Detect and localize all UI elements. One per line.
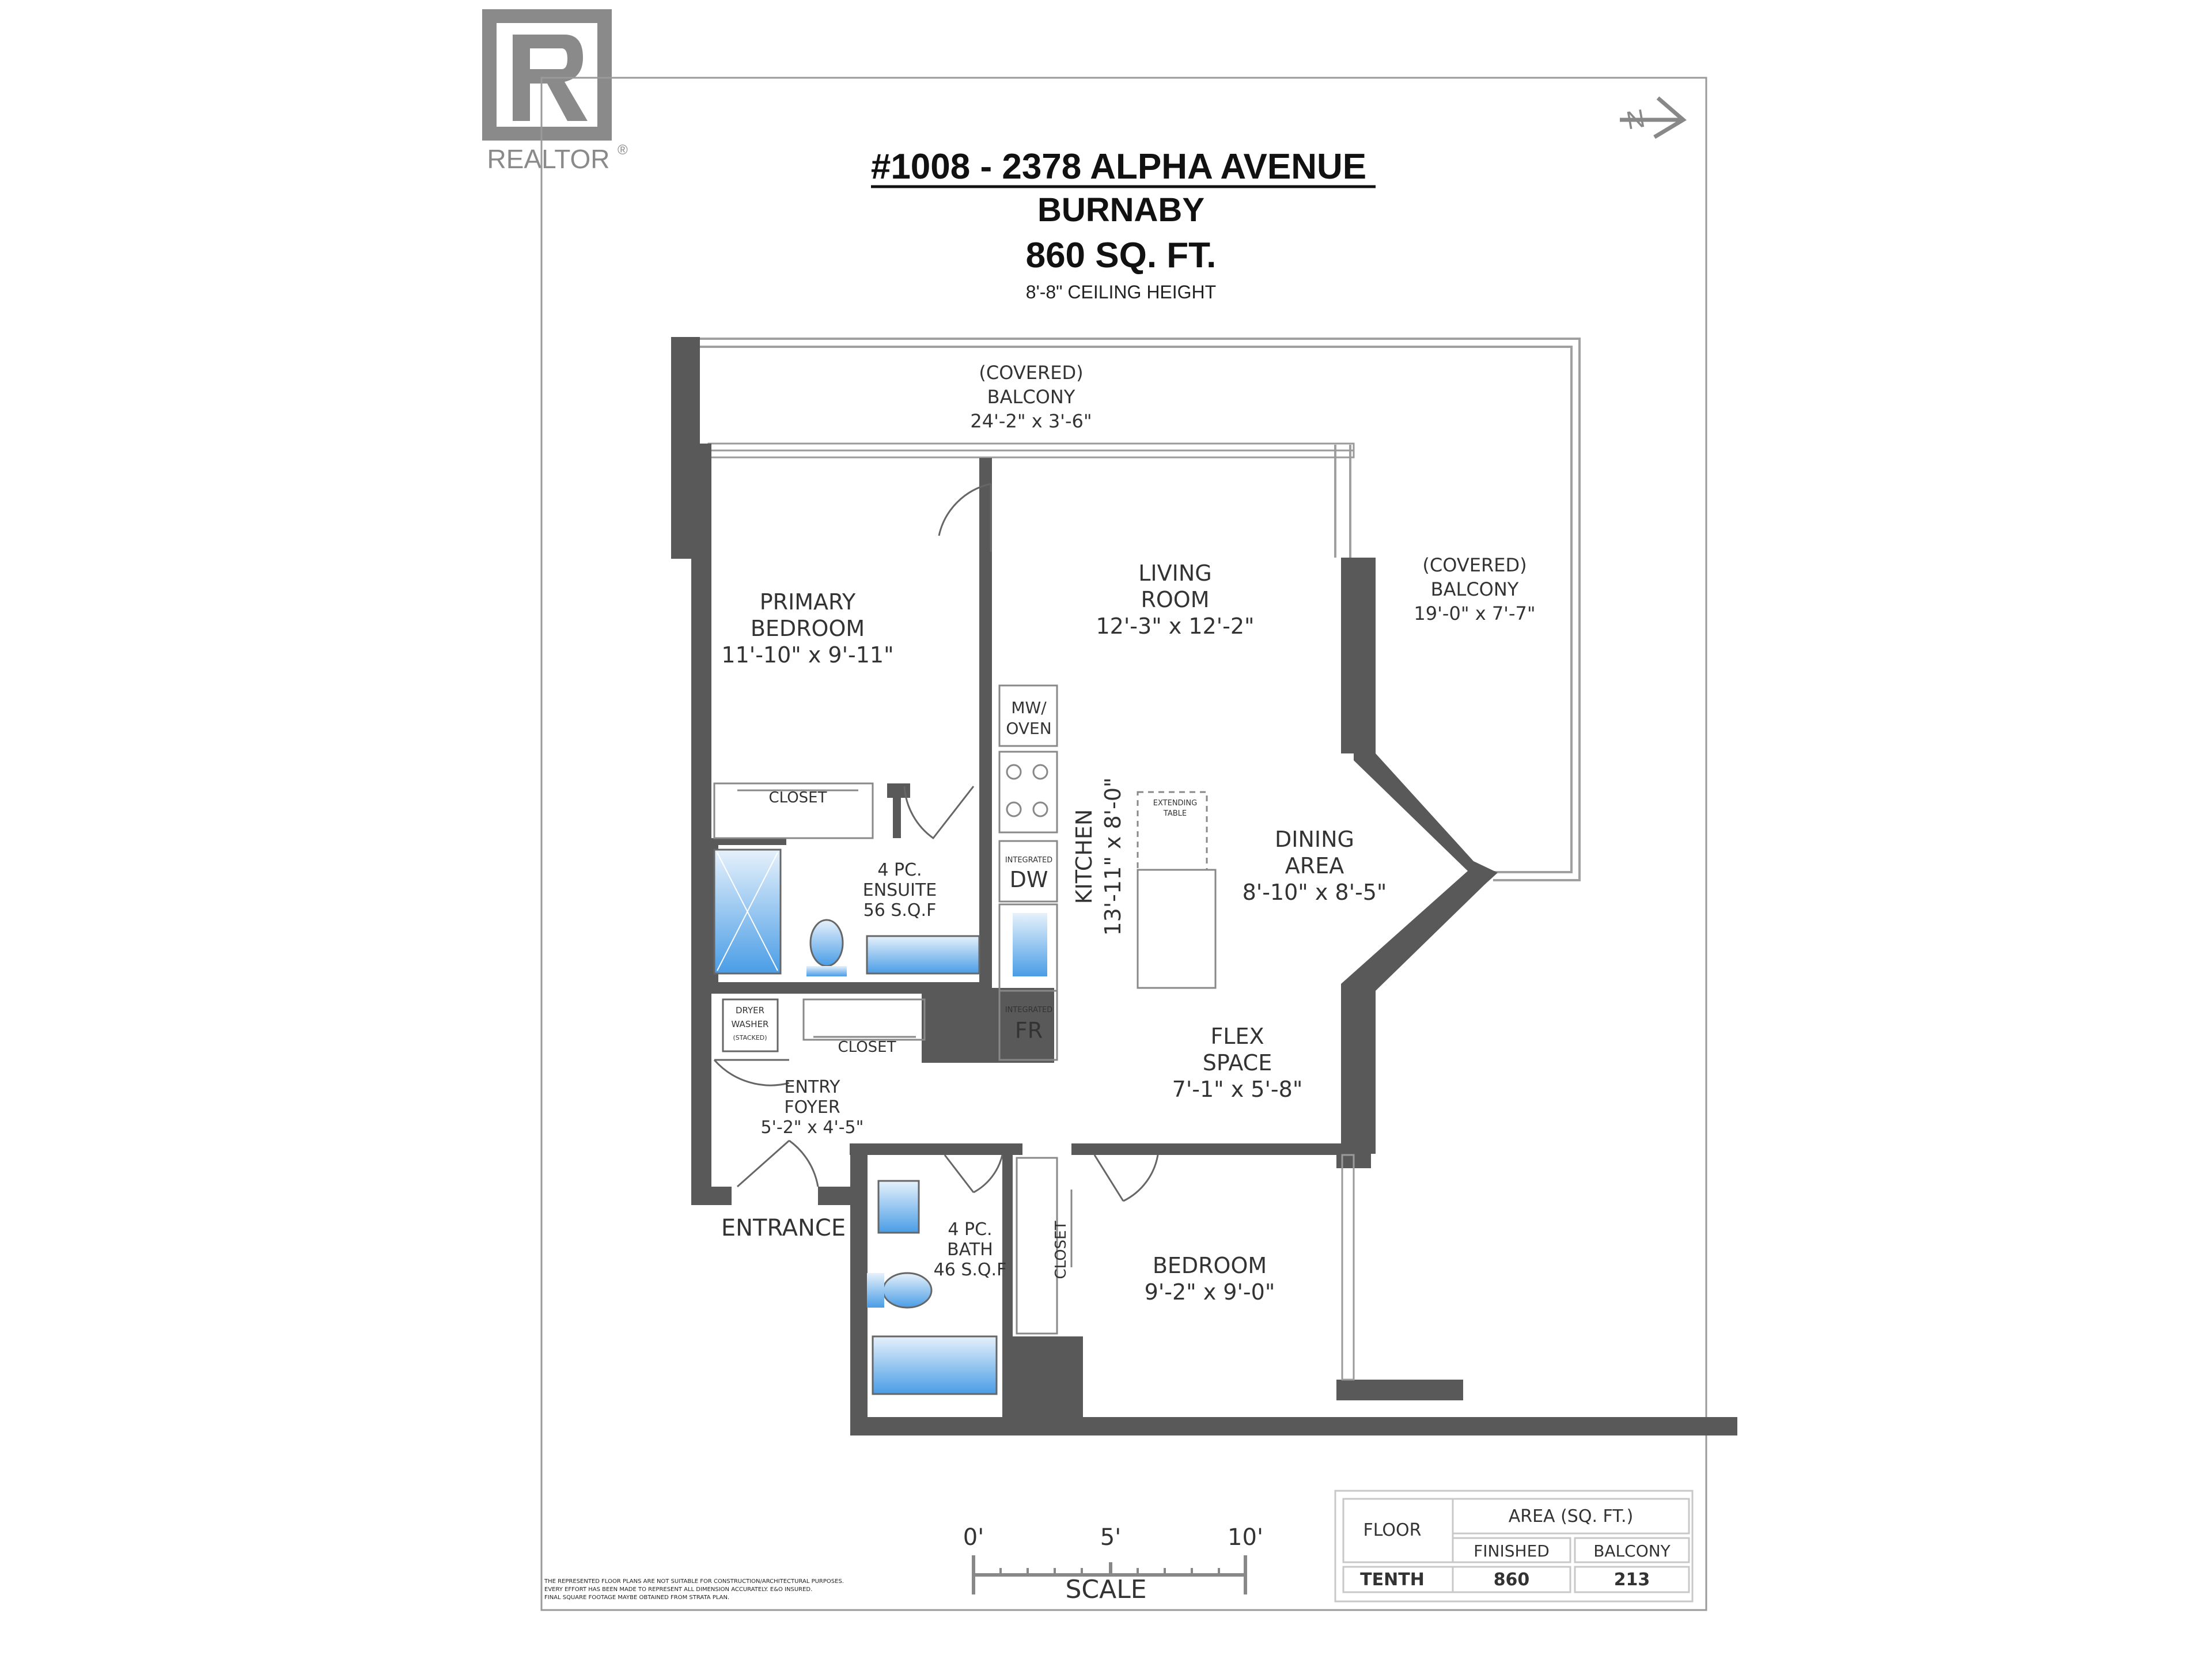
- city-name: BURNABY: [1037, 191, 1205, 229]
- table-finished-header: FINISHED: [1474, 1541, 1550, 1560]
- svg-text:SPACE: SPACE: [1203, 1050, 1272, 1075]
- svg-text:BALCONY: BALCONY: [987, 386, 1075, 408]
- ensuite-fixtures: [713, 849, 980, 976]
- exterior-walls: [671, 337, 1737, 1435]
- svg-text:ENTRY: ENTRY: [785, 1077, 841, 1097]
- svg-text:ENSUITE: ENSUITE: [863, 880, 937, 900]
- label-ensuite: 4 PC. ENSUITE 56 S.Q.F: [863, 860, 937, 921]
- balcony-windows: [707, 442, 1355, 459]
- scale-label: SCALE: [1065, 1575, 1146, 1604]
- extending-table-label-1: EXTENDING: [1153, 799, 1197, 808]
- table-area-header: AREA (SQ. FT.): [1509, 1506, 1634, 1527]
- svg-text:KITCHEN: KITCHEN: [1071, 809, 1097, 904]
- svg-text:THE REPRESENTED FLOOR PLANS AR: THE REPRESENTED FLOOR PLANS ARE NOT SUIT…: [544, 1578, 844, 1585]
- door-swings: [713, 483, 1159, 1202]
- dryer-label: DRYER: [736, 1005, 764, 1016]
- label-living-room: LIVING ROOM 12'-3" x 12'-2": [1096, 560, 1255, 639]
- plan-border: [540, 77, 1707, 1611]
- table-finished-value: 860: [1494, 1570, 1530, 1590]
- disclaimer: THE REPRESENTED FLOOR PLANS ARE NOT SUIT…: [544, 1578, 844, 1601]
- svg-text:FOYER: FOYER: [784, 1097, 840, 1118]
- svg-text:9'-2" x 9'-0": 9'-2" x 9'-0": [1145, 1279, 1275, 1305]
- balcony-outline: [697, 338, 1581, 881]
- label-balcony-top: (COVERED) BALCONY 24'-2" x 3'-6": [970, 362, 1092, 432]
- total-area: 860 SQ. FT.: [1026, 236, 1217, 275]
- scale-tick-5: 5': [1100, 1524, 1121, 1551]
- fr-small-label: INTEGRATED: [1005, 1006, 1052, 1014]
- table-floor-value: TENTH: [1360, 1570, 1425, 1590]
- label-entry-foyer: ENTRY FOYER 5'-2" x 4'-5": [761, 1077, 864, 1138]
- svg-text:BALCONY: BALCONY: [1431, 578, 1519, 600]
- entrance-label: ENTRANCE: [721, 1215, 846, 1241]
- svg-text:BEDROOM: BEDROOM: [751, 616, 865, 641]
- label-kitchen: KITCHEN 13'-11" x 8'-0": [1071, 778, 1126, 936]
- area-table: FLOOR AREA (SQ. FT.) FINISHED BALCONY TE…: [1334, 1490, 1694, 1603]
- label-bedroom: BEDROOM 9'-2" x 9'-0": [1145, 1253, 1275, 1305]
- svg-text:19'-0" x 7'-7": 19'-0" x 7'-7": [1414, 603, 1535, 624]
- svg-text:24'-2" x 3'-6": 24'-2" x 3'-6": [970, 410, 1092, 432]
- svg-text:5'-2" x 4'-5": 5'-2" x 4'-5": [761, 1118, 864, 1138]
- svg-text:AREA: AREA: [1285, 853, 1344, 878]
- label-balcony-side: (COVERED) BALCONY 19'-0" x 7'-7": [1414, 554, 1535, 624]
- label-flex-space: FLEX SPACE 7'-1" x 5'-8": [1172, 1024, 1303, 1102]
- bedroom-window: [1341, 1154, 1355, 1381]
- realtor-logo-mark: ®: [618, 142, 628, 158]
- svg-text:13'-11" x 8'-0": 13'-11" x 8'-0": [1100, 778, 1126, 936]
- scale-tick-0: 0': [963, 1524, 984, 1551]
- label-bath: 4 PC. BATH 46 S.Q.F: [934, 1219, 1007, 1280]
- svg-text:BATH: BATH: [947, 1240, 993, 1260]
- interior-walls: [711, 458, 1348, 1429]
- svg-text:4 PC.: 4 PC.: [948, 1219, 992, 1240]
- svg-text:ROOM: ROOM: [1141, 587, 1209, 612]
- kitchen-counter: [998, 684, 1217, 1061]
- svg-text:8'-10" x 8'-5": 8'-10" x 8'-5": [1243, 880, 1387, 905]
- svg-text:56 S.Q.F: 56 S.Q.F: [863, 900, 937, 921]
- dw-label: DW: [1010, 867, 1048, 892]
- kitchen-sink-icon: [1013, 913, 1047, 976]
- table-balcony-header: BALCONY: [1593, 1541, 1671, 1560]
- table-floor-header: FLOOR: [1363, 1520, 1422, 1540]
- closet-label-primary: CLOSET: [769, 789, 827, 806]
- svg-text:12'-3" x 12'-2": 12'-3" x 12'-2": [1096, 613, 1255, 639]
- north-arrow-icon: N: [1620, 96, 1687, 139]
- svg-text:(COVERED): (COVERED): [979, 362, 1083, 384]
- mw-oven-label-1: MW/: [1011, 698, 1047, 717]
- label-dining: DINING AREA 8'-10" x 8'-5": [1243, 827, 1387, 905]
- svg-text:7'-1" x 5'-8": 7'-1" x 5'-8": [1172, 1077, 1303, 1102]
- svg-text:DINING: DINING: [1275, 827, 1354, 852]
- washer-dryer-icon: [722, 998, 779, 1052]
- scale-tick-10: 10': [1228, 1524, 1263, 1551]
- ceiling-height: 8'-8" CEILING HEIGHT: [1026, 282, 1216, 302]
- bath-fixtures: [867, 1180, 998, 1395]
- realtor-logo: REALTOR ®: [482, 9, 628, 174]
- table-balcony-value: 213: [1614, 1570, 1650, 1590]
- stacked-label: (STACKED): [733, 1034, 767, 1041]
- mw-oven-label-2: OVEN: [1006, 719, 1051, 738]
- svg-text:11'-10" x 9'-11": 11'-10" x 9'-11": [721, 642, 893, 668]
- extending-table-label-2: TABLE: [1163, 809, 1187, 818]
- svg-text:4 PC.: 4 PC.: [877, 860, 922, 880]
- closet-label-foyer: CLOSET: [838, 1039, 896, 1056]
- washer-label: WASHER: [732, 1019, 769, 1029]
- svg-text:LIVING: LIVING: [1138, 560, 1211, 586]
- label-primary-bedroom: PRIMARY BEDROOM 11'-10" x 9'-11": [721, 589, 893, 668]
- svg-text:FLEX: FLEX: [1210, 1024, 1264, 1049]
- svg-text:EVERY EFFORT HAS BEEN MADE TO: EVERY EFFORT HAS BEEN MADE TO REPRESENT …: [544, 1586, 812, 1593]
- closet-label-bedroom: CLOSET: [1052, 1221, 1070, 1279]
- svg-text:FINAL SQUARE FOOTAGE MAYBE OBT: FINAL SQUARE FOOTAGE MAYBE OBTAINED FROM…: [544, 1594, 729, 1601]
- realtor-logo-text: REALTOR: [487, 144, 609, 174]
- svg-text:PRIMARY: PRIMARY: [760, 589, 856, 615]
- dw-small-label: INTEGRATED: [1005, 856, 1052, 865]
- svg-text:BEDROOM: BEDROOM: [1153, 1253, 1267, 1278]
- page-title: #1008 - 2378 ALPHA AVENUE: [871, 147, 1366, 187]
- svg-text:46 S.Q.F: 46 S.Q.F: [934, 1260, 1007, 1280]
- svg-text:(COVERED): (COVERED): [1422, 554, 1527, 576]
- fr-label: FR: [1015, 1018, 1043, 1043]
- closet-rods: [713, 782, 1073, 1335]
- scale-bar: 0' 5' 10' SCALE: [963, 1524, 1263, 1604]
